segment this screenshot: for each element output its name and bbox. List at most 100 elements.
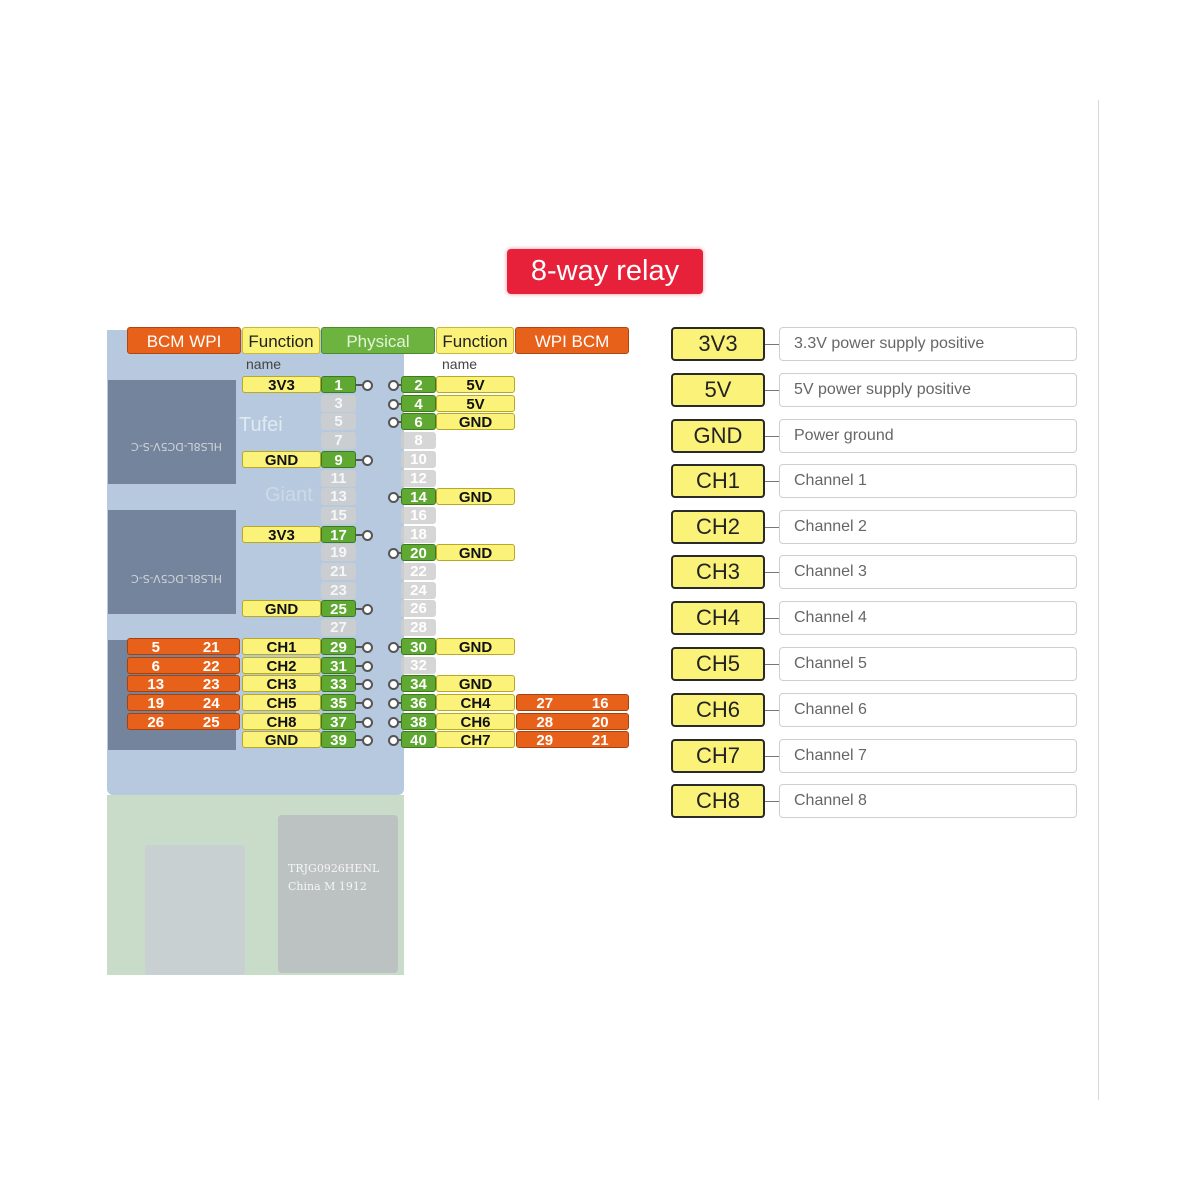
legend-description: Channel 3	[779, 555, 1077, 589]
physical-pin-28: 28	[401, 619, 436, 636]
pin-dot	[388, 735, 399, 746]
connector-line	[356, 384, 364, 386]
ethernet-text-line-2: China M 1912	[288, 880, 367, 893]
physical-pin-12: 12	[401, 470, 436, 487]
pin-dot	[362, 735, 373, 746]
physical-pin-3: 3	[321, 395, 356, 412]
physical-pin-31: 31	[321, 657, 356, 675]
physical-pin-27: 27	[321, 619, 356, 636]
legend-connector	[765, 618, 780, 619]
pin-dot	[388, 642, 399, 653]
bcm-number: 5	[151, 639, 160, 656]
pin-function-right: CH7	[436, 731, 515, 749]
pin-dot	[388, 717, 399, 728]
bcm-number: 20	[591, 714, 609, 731]
pin-function-right: CH6	[436, 713, 515, 731]
legend-key-ch1: CH1	[671, 464, 765, 498]
ethernet-port-image	[278, 815, 398, 973]
pin-dot	[388, 399, 399, 410]
pin-dot	[388, 698, 399, 709]
physical-pin-20: 20	[401, 544, 436, 562]
legend-connector	[765, 572, 780, 573]
physical-pin-34: 34	[401, 675, 436, 693]
bcm-number: 16	[591, 695, 609, 712]
connector-line	[356, 665, 364, 667]
bcm-wpi-left: 26 25	[127, 713, 240, 731]
legend-key-3v3: 3V3	[671, 327, 765, 361]
bcm-number: 19	[147, 695, 165, 712]
physical-pin-32: 32	[401, 657, 436, 674]
bcm-wpi-left: 13 23	[127, 675, 240, 693]
relay-module-1	[108, 380, 236, 484]
legend-connector	[765, 710, 780, 711]
physical-pin-10: 10	[401, 451, 436, 468]
physical-pin-24: 24	[401, 582, 436, 599]
legend-connector	[765, 481, 780, 482]
legend-connector	[765, 390, 780, 391]
physical-pin-16: 16	[401, 507, 436, 524]
pin-dot	[362, 698, 373, 709]
physical-pin-1: 1	[321, 376, 356, 394]
pin-function-right: GND	[436, 413, 515, 431]
physical-pin-35: 35	[321, 694, 356, 712]
physical-pin-37: 37	[321, 713, 356, 731]
wpi-number: 25	[202, 714, 220, 731]
physical-pin-33: 33	[321, 675, 356, 693]
bcm-number: 13	[147, 676, 165, 693]
pin-dot	[362, 380, 373, 391]
bcm-number: 26	[147, 714, 165, 731]
physical-pin-38: 38	[401, 713, 436, 731]
physical-pin-11: 11	[321, 470, 356, 487]
wpi-number: 22	[202, 658, 220, 675]
physical-pin-18: 18	[401, 526, 436, 543]
physical-pin-21: 21	[321, 563, 356, 580]
board-brand-text: Tufei	[239, 414, 283, 436]
pin-dot	[362, 530, 373, 541]
connector-line	[356, 608, 364, 610]
legend-description: Channel 7	[779, 739, 1077, 773]
legend-connector	[765, 664, 780, 665]
physical-pin-29: 29	[321, 638, 356, 656]
pin-function-right: GND	[436, 638, 515, 656]
physical-pin-30: 30	[401, 638, 436, 656]
connector-line	[356, 739, 364, 741]
relay-label-1: HLS8L-DC5V-S-C	[131, 440, 222, 453]
legend-key-ch3: CH3	[671, 555, 765, 589]
header-name-right: name	[442, 356, 478, 372]
ethernet-text-line-1: TRJG0926HENL	[288, 862, 380, 875]
legend-key-5v: 5V	[671, 373, 765, 407]
pin-function-right: GND	[436, 544, 515, 562]
connector-line	[356, 702, 364, 704]
physical-pin-36: 36	[401, 694, 436, 712]
usb-port-image	[145, 845, 245, 975]
header-wpi-bcm-right: WPI BCM	[515, 327, 629, 354]
physical-pin-23: 23	[321, 582, 356, 599]
legend-description: Channel 2	[779, 510, 1077, 544]
pin-dot	[362, 455, 373, 466]
physical-pin-4: 4	[401, 395, 436, 413]
pin-dot	[362, 679, 373, 690]
header-function-right: Function	[436, 327, 514, 354]
physical-pin-26: 26	[401, 600, 436, 617]
pin-function-left: CH5	[242, 694, 321, 712]
physical-pin-8: 8	[401, 432, 436, 449]
pin-function-left: CH8	[242, 713, 321, 731]
physical-pin-25: 25	[321, 600, 356, 618]
pin-function-left: 3V3	[242, 376, 321, 394]
pin-dot	[388, 548, 399, 559]
wpi-number: 23	[202, 676, 220, 693]
header-name-left: name	[246, 356, 282, 372]
legend-connector	[765, 801, 780, 802]
pin-function-right: GND	[436, 488, 515, 506]
bcm-number: 21	[591, 732, 609, 749]
pin-function-right: 5V	[436, 395, 515, 413]
header-function-left: Function	[242, 327, 320, 354]
physical-pin-19: 19	[321, 544, 356, 561]
pin-function-right: CH4	[436, 694, 515, 712]
legend-description: Channel 8	[779, 784, 1077, 818]
pin-function-left: CH1	[242, 638, 321, 656]
connector-line	[356, 534, 364, 536]
pin-function-left: CH2	[242, 657, 321, 675]
